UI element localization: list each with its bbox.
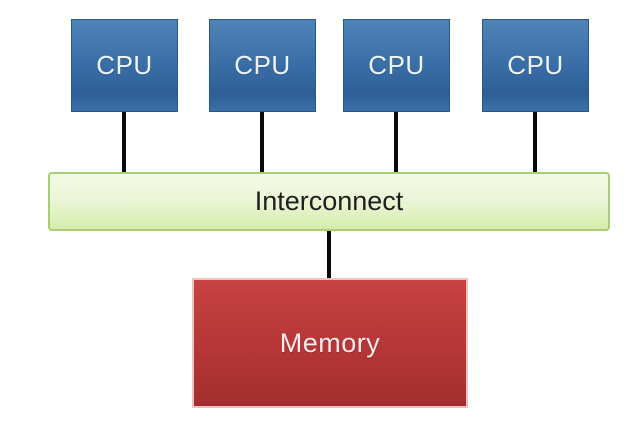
cpu-node-1-label: CPU [96,50,153,80]
cpu-node-2: CPU [209,19,316,112]
interconnect-node: Interconnect [48,172,610,231]
edge-cpu4-interconnect [533,110,537,174]
edge-interconnect-memory [327,229,331,280]
cpu-node-1: CPU [71,19,178,112]
cpu-node-4-label: CPU [507,50,564,80]
edge-cpu2-interconnect [260,110,264,174]
cpu-node-3-label: CPU [368,50,425,80]
interconnect-node-label: Interconnect [254,186,404,216]
memory-node-label: Memory [279,327,381,358]
cpu-node-4: CPU [482,19,589,112]
memory-node: Memory [192,278,468,408]
cpu-node-2-label: CPU [234,50,291,80]
edge-cpu3-interconnect [394,110,398,174]
cpu-node-3: CPU [343,19,450,112]
edge-cpu1-interconnect [122,110,126,174]
